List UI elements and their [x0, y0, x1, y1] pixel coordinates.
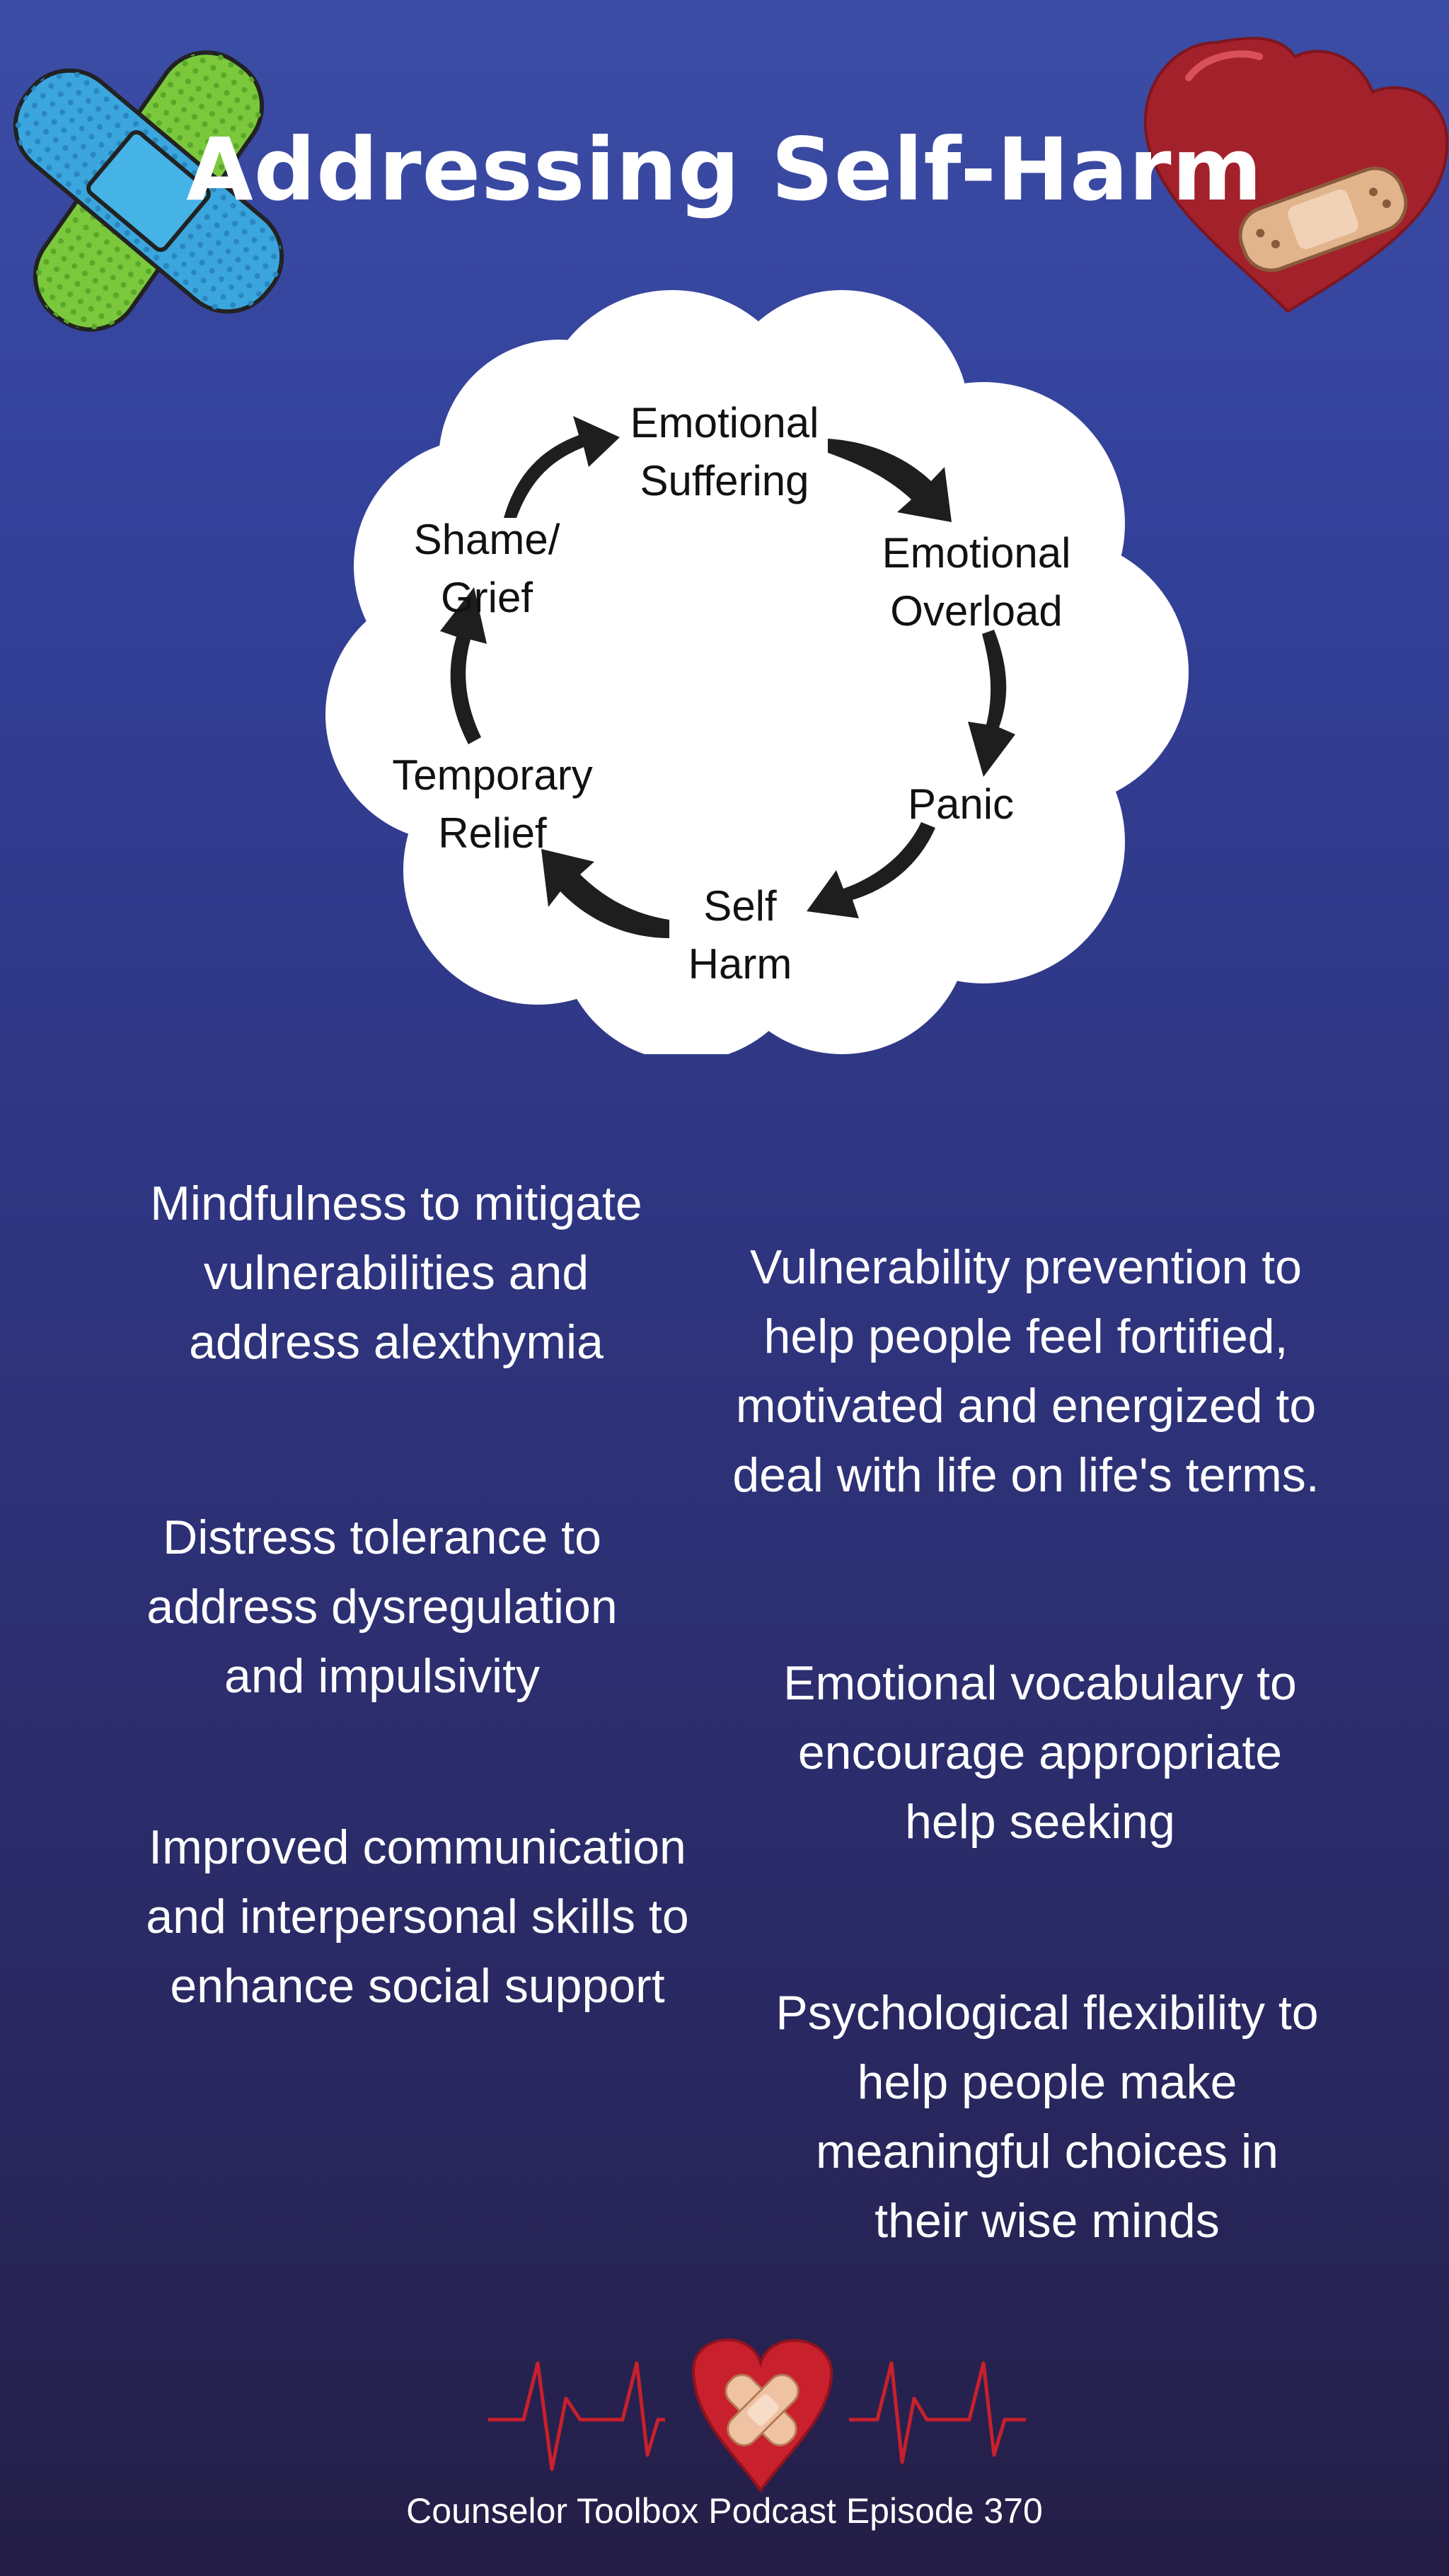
- heartbeat-heart-icon: [488, 2338, 1026, 2493]
- cycle-step-panic: Panic: [907, 780, 1015, 828]
- tip-mindfulness: Mindfulness to mitigate vulnerabilities …: [150, 1177, 642, 1369]
- page-title: Addressing Self-Harm: [186, 120, 1263, 220]
- tip-emotional-vocabulary: Emotional vocabulary to encourage approp…: [783, 1656, 1297, 1849]
- tip-vulnerability-prevention: Vulnerability prevention to help people …: [732, 1240, 1320, 1502]
- footer-credit: Counselor Toolbox Podcast Episode 370: [406, 2491, 1043, 2531]
- cycle-step-self-harm: Self Harm: [688, 882, 792, 988]
- cycle-step-emotional-overload: Emotional Overload: [882, 529, 1071, 635]
- tip-improved-communication: Improved communication and interpersonal…: [146, 1820, 689, 2013]
- cycle-cloud: [325, 290, 1189, 1054]
- tip-psychological-flexibility: Psychological flexibility to help people…: [775, 1986, 1319, 2248]
- cycle-step-temporary-relief: Temporary Relief: [392, 751, 593, 857]
- tip-distress-tolerance: Distress tolerance to address dysregulat…: [146, 1511, 618, 1703]
- cycle-step-emotional-suffering: Emotional Suffering: [630, 399, 819, 504]
- cycle-step-shame-grief: Shame/ Grief: [413, 516, 560, 621]
- heart-with-bandage-icon: [1143, 37, 1449, 313]
- crossed-bandages-icon: [13, 50, 284, 332]
